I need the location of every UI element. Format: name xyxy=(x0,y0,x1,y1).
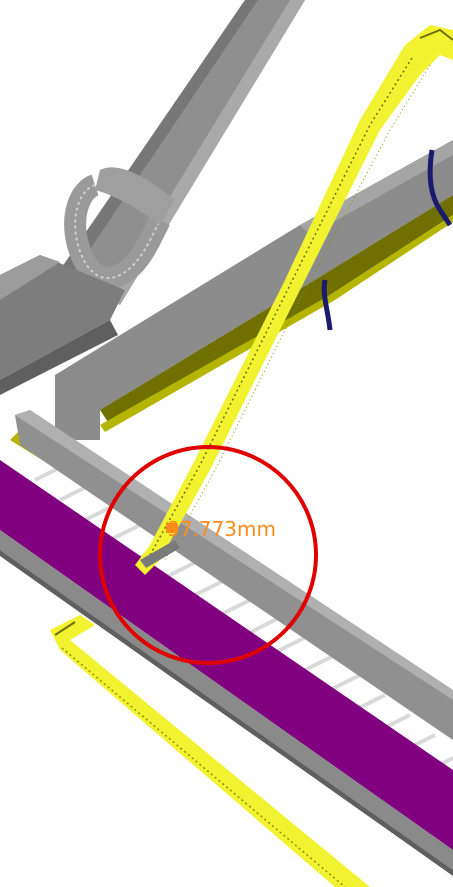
braided-strap xyxy=(64,167,175,290)
dark-blue-cable-middle xyxy=(321,279,333,331)
yellow-cable-lower[interactable] xyxy=(50,615,370,887)
measurement-circle[interactable] xyxy=(98,445,318,665)
mounting-bracket[interactable] xyxy=(0,255,125,395)
measurement-annotation[interactable]: 97.773mm xyxy=(98,445,318,665)
cable-tray[interactable] xyxy=(0,410,453,876)
yellow-cable-main[interactable] xyxy=(135,25,453,575)
dark-blue-cable-right xyxy=(427,149,453,227)
connector-clip xyxy=(140,540,180,568)
measurement-target-icon[interactable] xyxy=(166,523,176,533)
measurement-label: 97.773mm xyxy=(167,517,276,541)
